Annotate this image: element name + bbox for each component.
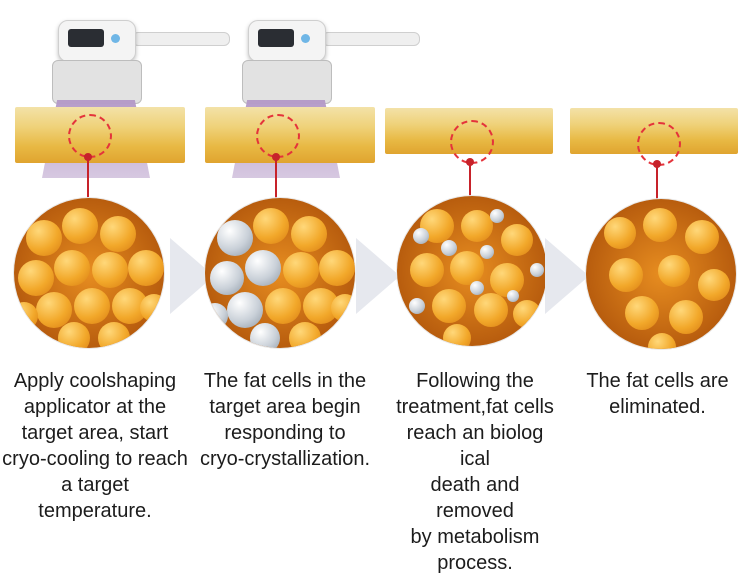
- fat-cell: [658, 255, 690, 287]
- fat-cell: [410, 253, 444, 287]
- step-3-caption: Following the treatment,fat cells reach …: [396, 370, 554, 574]
- fat-cell: [289, 322, 321, 348]
- fat-cell: [331, 294, 355, 322]
- fat-cell: [669, 300, 703, 334]
- target-area-marker-2: [256, 114, 300, 158]
- fat-cell: [609, 258, 643, 292]
- crystallized-fat-cell: [210, 261, 244, 295]
- step-1-caption: Apply coolshaping applicator at the targ…: [2, 370, 188, 522]
- crystallized-fat-cell: [250, 323, 280, 348]
- crystallized-fat-cell: [227, 292, 263, 328]
- fat-cell: [265, 288, 301, 324]
- arrow-right-icon: [545, 238, 589, 314]
- crystallized-fat-cell: [441, 240, 457, 256]
- coolshaping-process-diagram: Apply coolshaping applicator at the targ…: [2, 20, 738, 574]
- fat-cell: [283, 252, 319, 288]
- target-area-marker-3: [450, 120, 494, 164]
- fat-cell: [513, 300, 541, 328]
- fat-cell: [604, 217, 636, 249]
- crystallized-fat-cell: [205, 303, 228, 329]
- fat-cell: [319, 250, 355, 286]
- crystallized-fat-cell: [507, 290, 519, 302]
- fat-cell: [92, 252, 128, 288]
- fat-cell: [685, 220, 719, 254]
- step-4-caption: The fat cells are eliminated.: [586, 370, 729, 418]
- arrow-right-icon: [356, 238, 400, 314]
- fat-cell: [140, 294, 164, 322]
- fat-cell: [461, 210, 493, 242]
- crystallized-fat-cell: [530, 263, 544, 277]
- fat-cell: [98, 322, 130, 348]
- fat-cell: [291, 216, 327, 252]
- fat-cell: [490, 263, 524, 297]
- fat-cell: [643, 208, 677, 242]
- crystallized-fat-cell: [217, 220, 253, 256]
- fat-cells-closeup-3: [397, 196, 547, 346]
- fat-cell: [698, 269, 730, 301]
- crystallized-fat-cell: [480, 245, 494, 259]
- fat-cell: [128, 250, 164, 286]
- fat-cell: [253, 208, 289, 244]
- fat-cell: [74, 288, 110, 324]
- fat-cell: [648, 333, 676, 349]
- fat-cell: [100, 216, 136, 252]
- fat-cells-closeup-4: [586, 199, 736, 349]
- fat-cell: [443, 324, 471, 346]
- fat-cell: [432, 289, 466, 323]
- fat-cell: [474, 293, 508, 327]
- fat-cells-closeup-2: [205, 198, 355, 348]
- crystallized-fat-cell: [470, 281, 484, 295]
- fat-cell: [26, 220, 62, 256]
- step-2-caption: The fat cells in the target area begin r…: [199, 370, 371, 470]
- fat-cell: [450, 251, 484, 285]
- fat-cell: [36, 292, 72, 328]
- target-area-marker-1: [68, 114, 112, 158]
- target-area-marker-4: [637, 122, 681, 166]
- fat-cell: [14, 302, 38, 330]
- crystallized-fat-cell: [413, 228, 429, 244]
- crystallized-fat-cell: [245, 250, 281, 286]
- fat-cell: [18, 260, 54, 296]
- fat-cell: [625, 296, 659, 330]
- fat-cell: [501, 224, 533, 256]
- fat-cells-closeup-1: [14, 198, 164, 348]
- fat-cell: [62, 208, 98, 244]
- fat-cell: [54, 250, 90, 286]
- fat-cell: [58, 322, 90, 348]
- crystallized-fat-cell: [490, 209, 504, 223]
- crystallized-fat-cell: [409, 298, 425, 314]
